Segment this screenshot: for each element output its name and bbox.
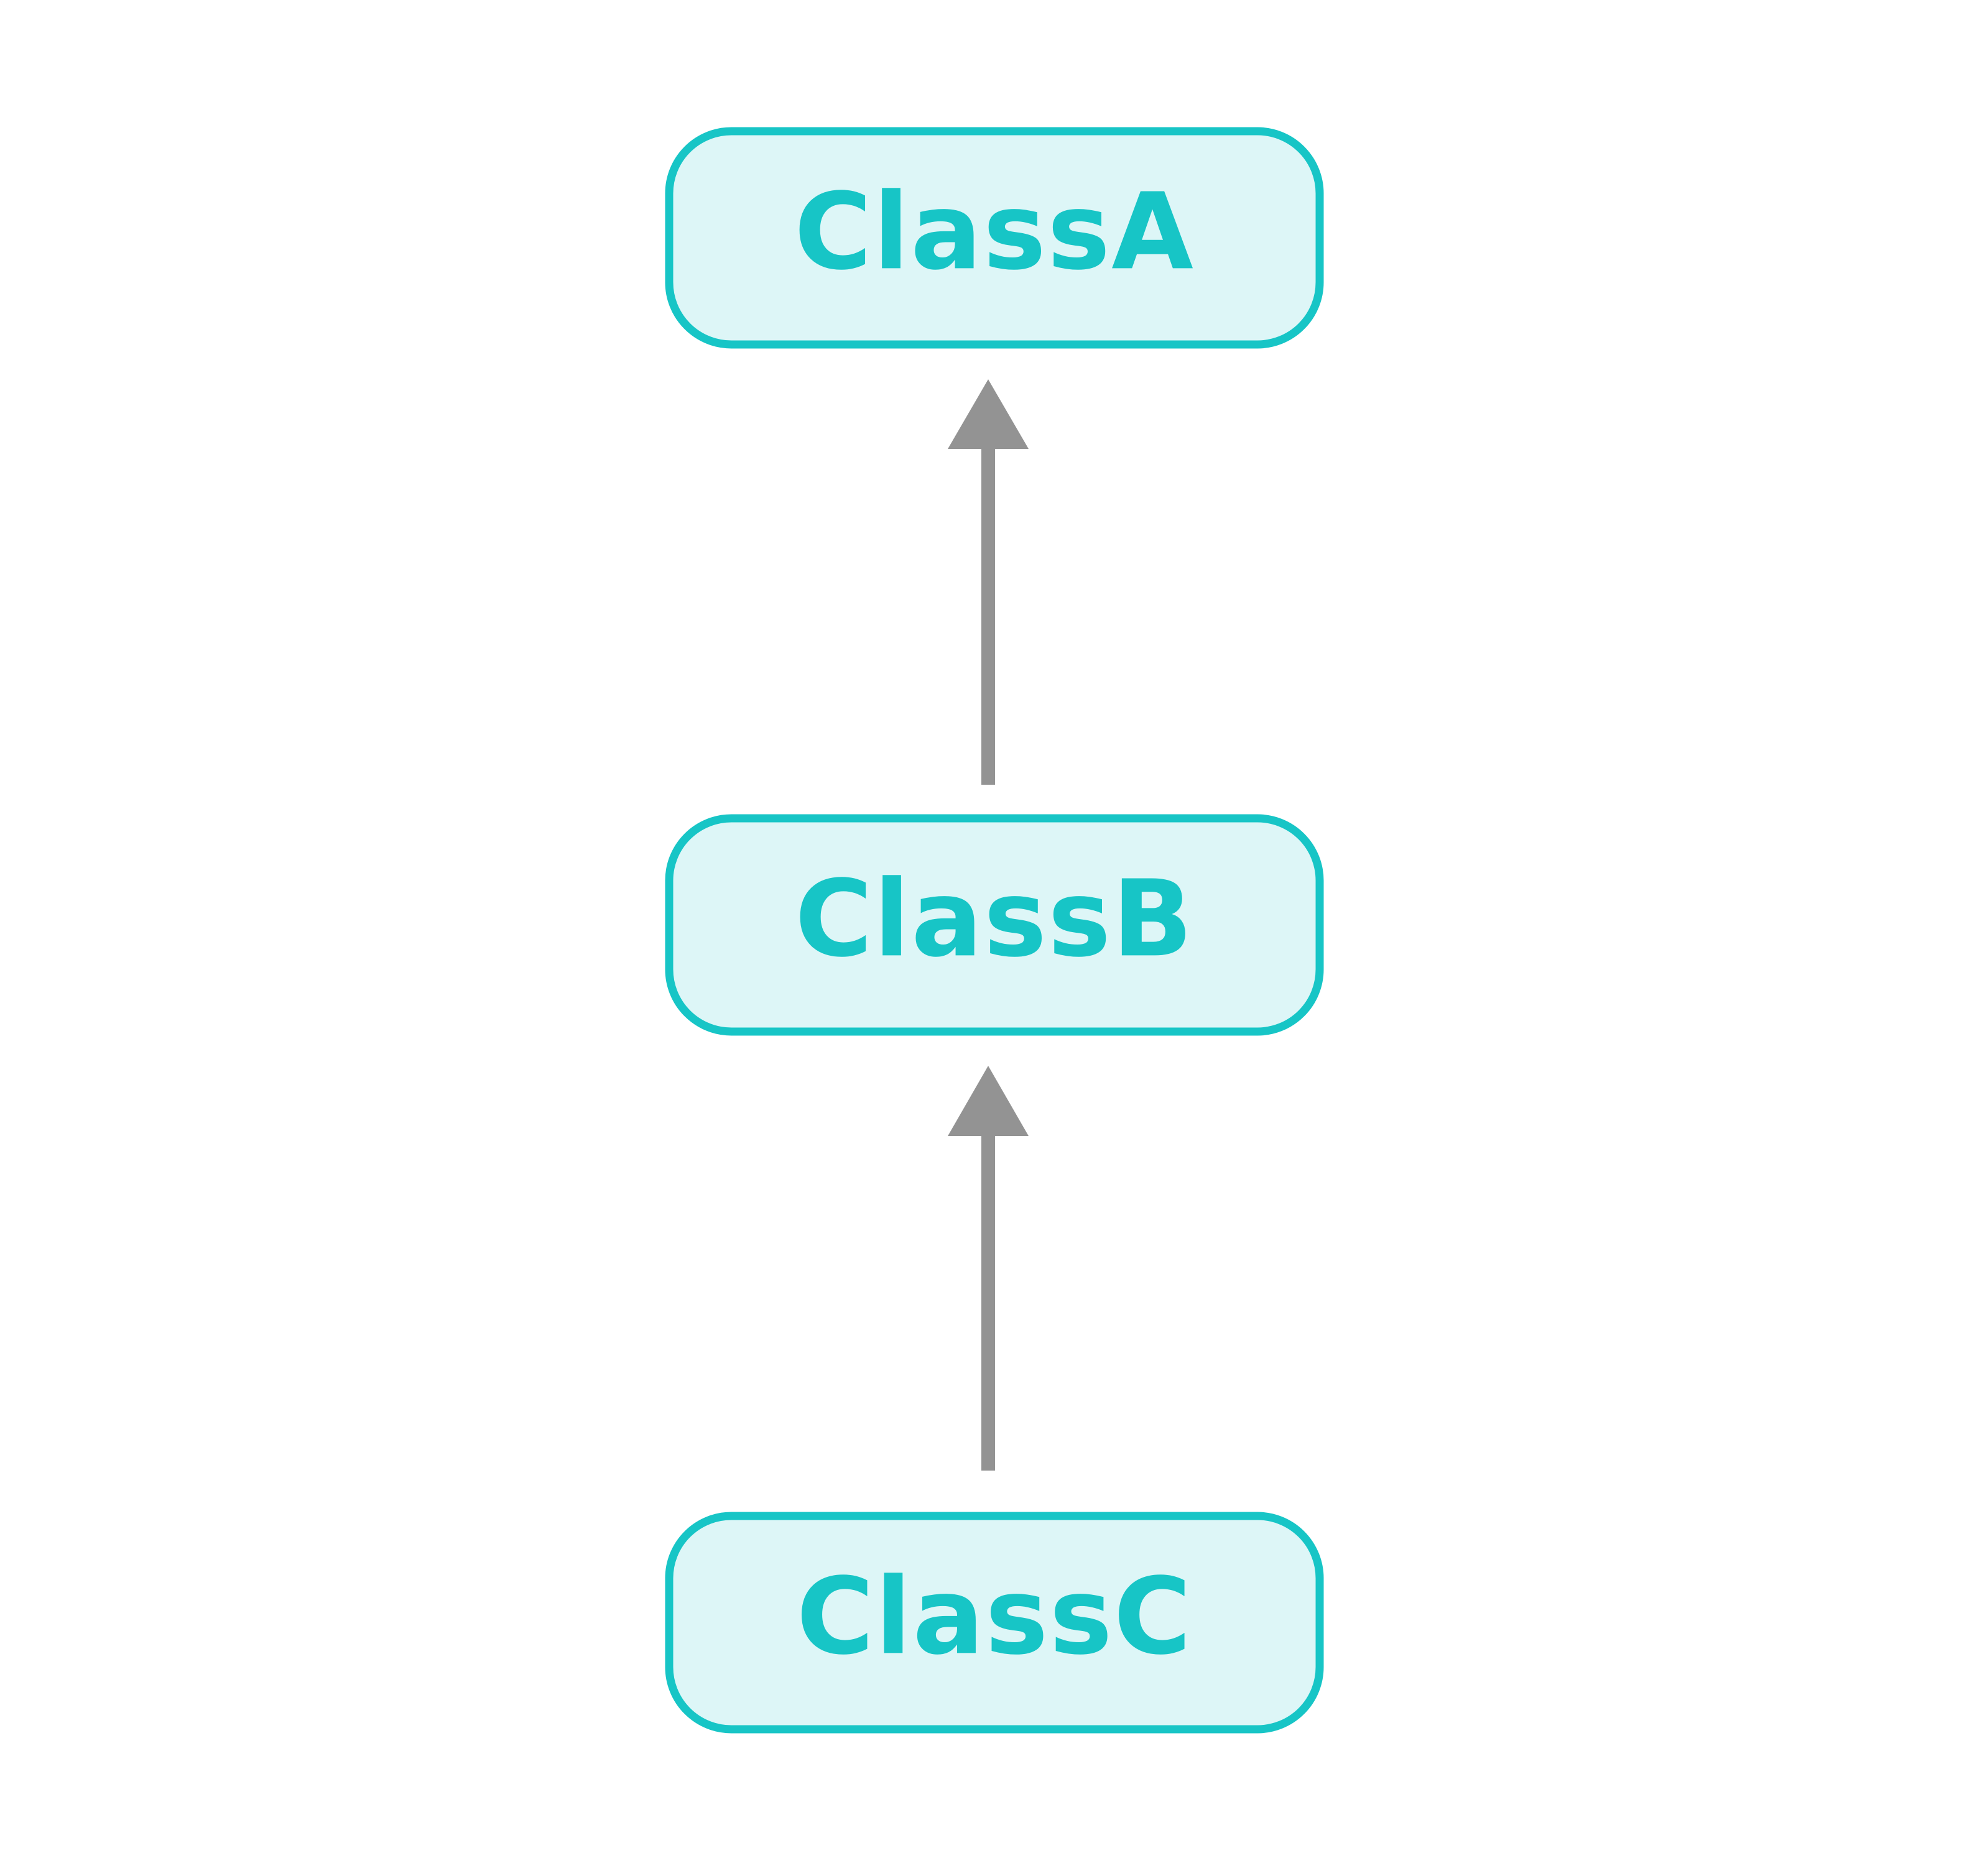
edge-classC-to-classB xyxy=(948,1066,1029,1471)
arrowhead-up-icon xyxy=(948,1066,1029,1136)
node-box-classC xyxy=(665,1512,1324,1734)
node-classB[interactable]: ClassB xyxy=(665,814,1324,1036)
arrowhead-up-icon xyxy=(948,379,1029,449)
node-box-classB xyxy=(665,814,1324,1036)
node-box-classA xyxy=(665,127,1324,349)
edge-classB-to-classA xyxy=(948,379,1029,785)
node-label-classC: ClassC xyxy=(797,1555,1193,1678)
node-classA[interactable]: ClassA xyxy=(665,127,1324,349)
node-label-classA: ClassA xyxy=(794,170,1195,293)
node-label-classB: ClassB xyxy=(795,857,1194,981)
node-classC[interactable]: ClassC xyxy=(665,1512,1324,1734)
